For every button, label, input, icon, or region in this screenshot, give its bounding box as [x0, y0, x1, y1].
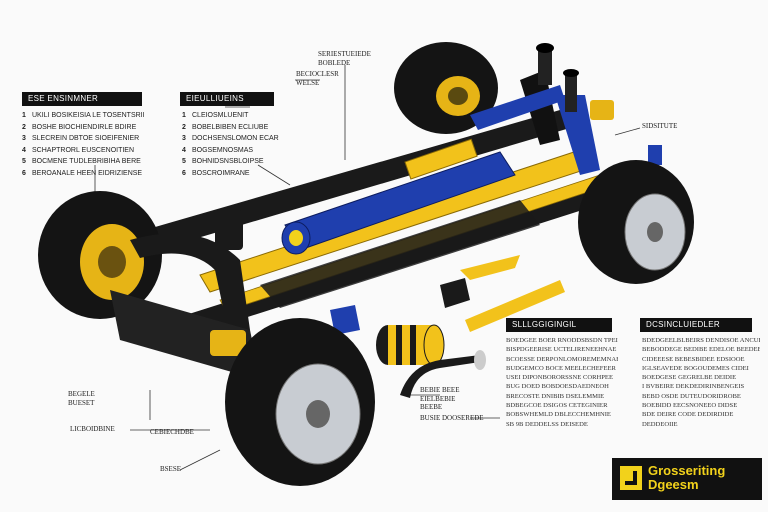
logo-mark-icon [620, 466, 642, 490]
rear-suspension [470, 43, 662, 175]
leader-lines [94, 65, 641, 471]
brand-logo: Grosseriting Dgeesm [612, 458, 762, 500]
middle-panel-header: EIEULLIUEINS [180, 92, 274, 106]
front-suspension [110, 210, 360, 380]
right-a-panel-text: BOEDGEE BOER RNODDSBSDN TPEILEY BISPDGEE… [506, 337, 618, 428]
right-b-panel-header: DCSINCLUIEDLER [640, 318, 752, 332]
callout-bottom-center: BEBIE BEEE EIELBEBIE BEEBE [420, 386, 460, 411]
callout-bottom-left-a: BEGELE BUESET [68, 390, 95, 407]
callout-bottom-far: BSESE [160, 465, 182, 473]
callout-top-left-small: BECIOCLESR WELSE [296, 70, 339, 87]
logo-text: Grosseriting Dgeesm [648, 463, 726, 492]
exploded-parts [376, 255, 565, 398]
coil-spring-part [376, 324, 445, 366]
front-right-wheel [225, 318, 375, 486]
callout-bottom-left-b: LICBOIDBINE [70, 425, 115, 433]
callout-top-center: SERIESTUEIEDE BOBLEDE [318, 50, 371, 67]
right-b-panel-text: BDEDGEELBLBEIRS DENDISOE ANCUBIE BEBODDE… [642, 337, 760, 428]
rear-left-wheel [394, 42, 498, 134]
rear-right-wheel [578, 160, 694, 284]
callout-bottom-mid-a: CEBIECHDBE [150, 428, 194, 436]
drive-shaft [281, 138, 516, 255]
right-a-panel-header: SLLLGGIGINGIL [506, 318, 612, 332]
callout-bottom-center-2: BUSIE DOOSEREDE [420, 414, 484, 422]
front-left-wheel [38, 191, 162, 319]
left-panel-header: ESE ENSINMNER [22, 92, 142, 106]
callout-right-small: SIDSITUTE [642, 122, 678, 130]
